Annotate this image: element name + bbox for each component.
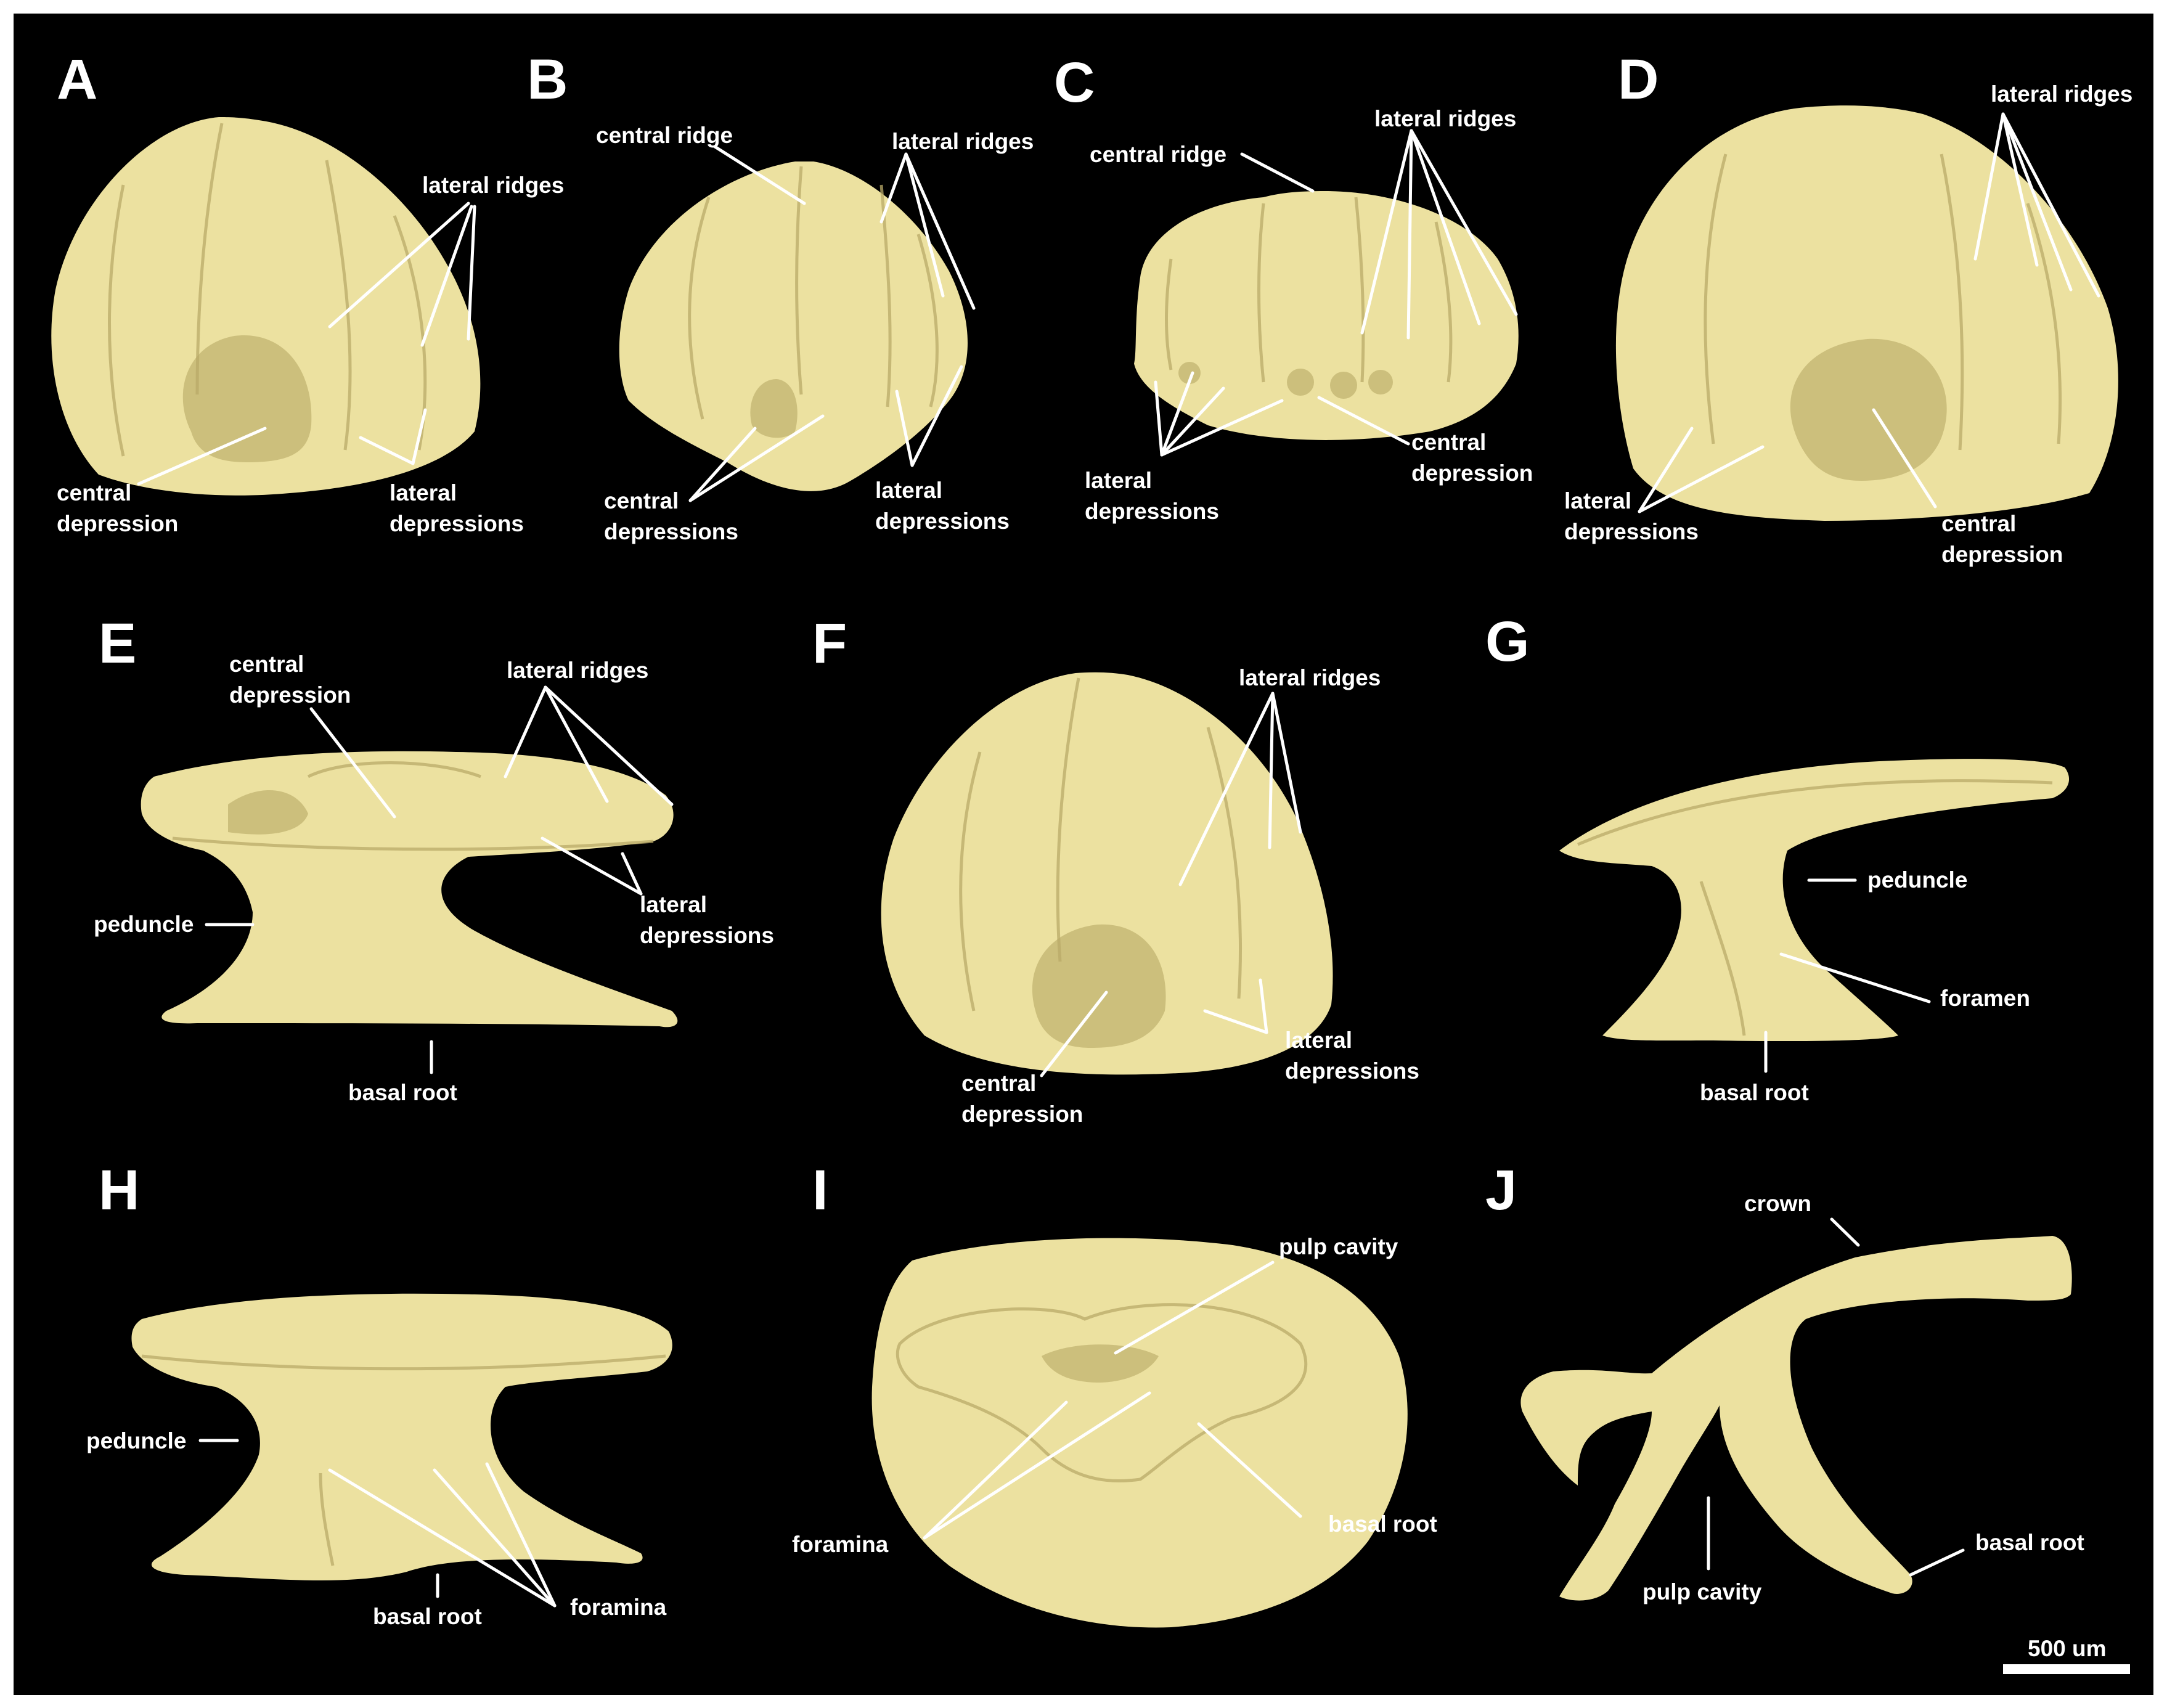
specimen-i <box>871 1238 1408 1628</box>
j-pulp-cavity-label: pulp cavity <box>1643 1579 1762 1604</box>
panel-h-label: H <box>99 1159 139 1222</box>
j-basal-root-label: basal root <box>1975 1530 2084 1555</box>
i-foramina-label: foramina <box>792 1532 889 1557</box>
specimen-a <box>51 117 481 496</box>
a-lateral-depressions-label-2: depressions <box>390 511 524 536</box>
e-peduncle-label: peduncle <box>94 912 194 937</box>
panel-c-label: C <box>1054 51 1095 114</box>
d-central-depression-label-2: depression <box>1941 542 2063 567</box>
c-lateral-depressions-label-1: lateral <box>1085 468 1152 493</box>
f-central-depression-label-2: depression <box>961 1101 1083 1127</box>
a-central-depression-label-2: depression <box>57 511 178 536</box>
specimen-b <box>619 161 968 491</box>
scale-bar: 500 um <box>2003 1636 2130 1674</box>
b-central-depressions-label-1: central <box>604 488 679 513</box>
f-lateral-depressions-label-1: lateral <box>1285 1028 1352 1053</box>
j-crown-label: crown <box>1744 1191 1811 1216</box>
h-peduncle-label: peduncle <box>86 1428 186 1453</box>
c-lateral-ridges-label: lateral ridges <box>1374 106 1516 131</box>
e-basal-root-label: basal root <box>348 1080 457 1105</box>
panel-b-label: B <box>527 48 568 111</box>
c-central-depression-label-1: central <box>1411 430 1486 455</box>
i-pulp-cavity-label: pulp cavity <box>1279 1234 1398 1259</box>
f-lateral-ridges-label: lateral ridges <box>1239 665 1381 690</box>
b-central-ridge-label: central ridge <box>596 123 733 148</box>
panel-f-label: F <box>812 612 847 675</box>
h-foramina-label: foramina <box>570 1595 667 1620</box>
c-central-depression-label-2: depression <box>1411 460 1533 486</box>
specimen-d <box>1615 105 2118 521</box>
panel-j-label: J <box>1485 1159 1517 1222</box>
specimen-g <box>1559 759 2070 1042</box>
e-central-depression-label-1: central <box>229 652 304 677</box>
specimen-f <box>881 672 1333 1075</box>
panel-a-label: A <box>57 48 97 111</box>
scale-bar-label: 500 um <box>2028 1636 2107 1661</box>
panel-e-label: E <box>99 612 136 675</box>
i-basal-root-label: basal root <box>1328 1511 1437 1537</box>
a-lateral-depressions-label-1: lateral <box>390 480 457 505</box>
leader-lines <box>137 112 2100 1608</box>
f-central-depression-label-1: central <box>961 1071 1036 1096</box>
b-central-depressions-label-2: depressions <box>604 519 738 544</box>
g-basal-root-label: basal root <box>1700 1080 1809 1105</box>
e-lateral-depressions-label-2: depressions <box>640 923 774 948</box>
c-central-ridge-label: central ridge <box>1090 142 1226 167</box>
specimens <box>51 105 2118 1628</box>
e-lateral-ridges-label: lateral ridges <box>507 658 648 683</box>
a-lateral-ridges-label: lateral ridges <box>422 173 564 198</box>
d-lateral-ridges-label: lateral ridges <box>1991 81 2132 107</box>
h-basal-root-label: basal root <box>373 1604 482 1629</box>
g-foramen-label: foramen <box>1940 986 2030 1011</box>
a-central-depression-label-1: central <box>57 480 131 505</box>
annotations: lateral ridges central depression latera… <box>57 81 2132 1629</box>
panel-letters: A B C D E F G H I J <box>57 48 1659 1222</box>
e-central-depression-label-2: depression <box>229 682 351 708</box>
g-peduncle-label: peduncle <box>1867 867 1967 893</box>
specimen-j <box>1520 1236 2072 1601</box>
b-lateral-depressions-label-2: depressions <box>875 509 1010 534</box>
panel-i-label: I <box>812 1159 828 1222</box>
specimen-e <box>141 751 678 1028</box>
panel-d-label: D <box>1618 48 1659 111</box>
specimen-c <box>1134 191 1519 440</box>
d-lateral-depressions-label-2: depressions <box>1564 519 1699 544</box>
b-lateral-ridges-label: lateral ridges <box>892 129 1034 154</box>
c-lateral-depressions-label-2: depressions <box>1085 499 1219 524</box>
e-lateral-depressions-label-1: lateral <box>640 892 707 917</box>
f-lateral-depressions-label-2: depressions <box>1285 1058 1419 1084</box>
specimen-h <box>131 1293 672 1581</box>
d-central-depression-label-1: central <box>1941 511 2016 536</box>
b-lateral-depressions-label-1: lateral <box>875 478 942 503</box>
panel-g-label: G <box>1485 610 1530 673</box>
scale-bar-line <box>2003 1664 2130 1674</box>
d-lateral-depressions-label-1: lateral <box>1564 488 1631 513</box>
